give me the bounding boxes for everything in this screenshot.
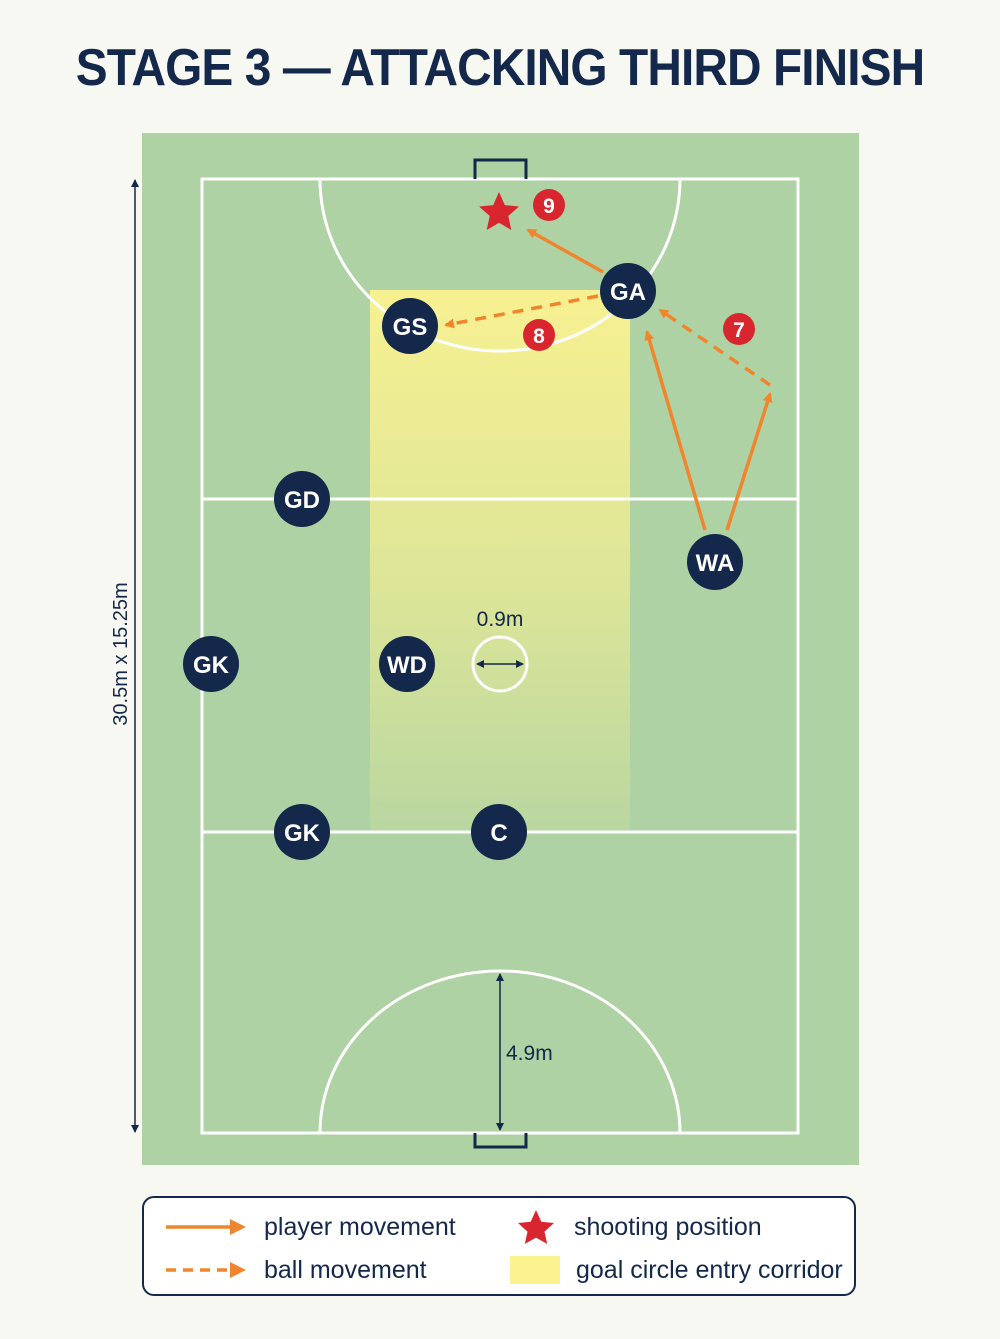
player-wa: WA — [687, 534, 743, 590]
goal-circle-entry-corridor — [370, 290, 630, 830]
step-badge-7: 7 — [723, 313, 755, 345]
player-gs: GS — [382, 298, 438, 354]
legend-label-player-movement: player movement — [264, 1212, 456, 1241]
svg-text:8: 8 — [533, 325, 545, 348]
dashed-arrow-icon — [166, 1262, 246, 1278]
player-ga: GA — [600, 263, 656, 319]
svg-text:C: C — [490, 820, 507, 847]
corridor-swatch-icon — [510, 1256, 560, 1284]
page-title: STAGE 3 — ATTACKING THIRD FINISH — [75, 39, 925, 97]
legend: player movement ball movement shooting p… — [142, 1196, 856, 1296]
player-c: C — [471, 804, 527, 860]
svg-text:GK: GK — [193, 652, 230, 679]
player-movement-wa-to-ga — [644, 330, 707, 531]
goal-circle-bottom — [318, 969, 682, 1134]
legend-player-movement: player movement — [164, 1210, 456, 1244]
centre-circle — [471, 635, 529, 693]
legend-label-shooting-position: shooting position — [574, 1212, 762, 1241]
centre-circle-label: 0.9m — [477, 608, 524, 631]
svg-text:7: 7 — [733, 319, 745, 342]
svg-text:GD: GD — [284, 487, 320, 514]
svg-text:GS: GS — [393, 314, 428, 341]
player-gk-left: GK — [183, 636, 239, 692]
goal-post-top — [473, 158, 528, 179]
legend-shooting-position: shooting position — [514, 1210, 762, 1244]
legend-ball-movement: ball movement — [164, 1253, 427, 1287]
goal-post-bottom — [473, 1133, 528, 1149]
court-size-label: 30.5m x 15.25m — [110, 582, 132, 725]
svg-text:WD: WD — [387, 652, 427, 679]
player-movement-ga-to-shot — [526, 228, 604, 274]
player-gd: GD — [274, 471, 330, 527]
svg-text:GA: GA — [610, 279, 646, 306]
star-icon — [518, 1210, 554, 1244]
svg-text:GK: GK — [284, 820, 321, 847]
legend-label-entry-corridor: goal circle entry corridor — [576, 1255, 843, 1284]
player-movement-wa-forward — [725, 392, 773, 531]
ball-movement-ga-to-gs — [444, 294, 599, 329]
goal-circle-top — [318, 178, 682, 353]
ball-movement-to-ga — [658, 308, 771, 387]
solid-arrow-icon — [166, 1219, 246, 1235]
goal-circle-radius-label: 4.9m — [506, 1042, 553, 1065]
shooting-position-star-icon — [479, 192, 519, 230]
svg-text:9: 9 — [543, 195, 555, 218]
player-gk-centre: GK — [274, 804, 330, 860]
legend-label-ball-movement: ball movement — [264, 1255, 427, 1284]
step-badge-8: 8 — [523, 319, 555, 351]
step-badge-9: 9 — [533, 189, 565, 221]
legend-entry-corridor: goal circle entry corridor — [510, 1253, 843, 1287]
player-wd: WD — [379, 636, 435, 692]
svg-text:WA: WA — [696, 550, 735, 577]
